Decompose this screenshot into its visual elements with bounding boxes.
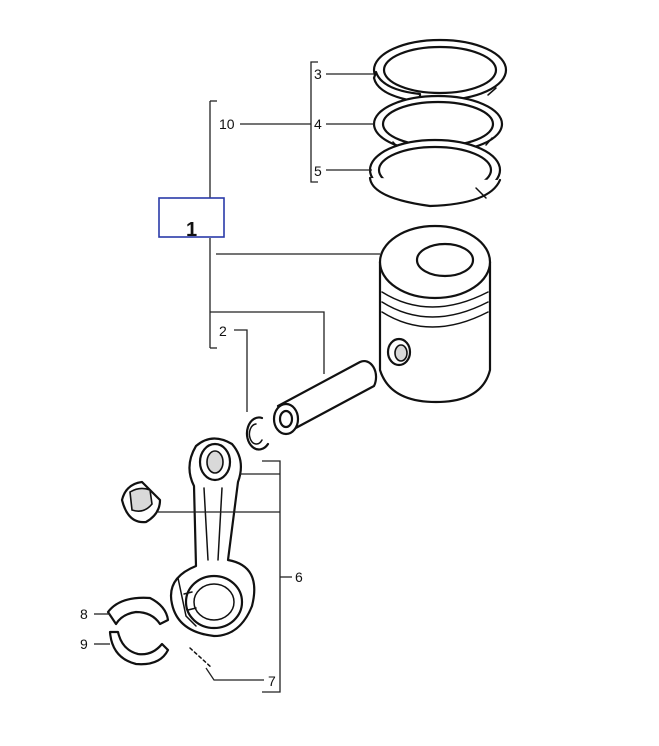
piston-pin-circlip bbox=[245, 416, 270, 451]
leader-lines bbox=[94, 61, 380, 693]
bearing-shell-upper bbox=[106, 596, 170, 626]
callout-bearing-lower: 9 bbox=[80, 636, 88, 652]
callout-connecting-rod: 6 bbox=[295, 569, 303, 585]
bearing-shell-lower bbox=[108, 630, 170, 666]
oil-control-ring bbox=[368, 138, 502, 208]
piston-ring-second bbox=[372, 94, 504, 154]
callout-ring-set: 10 bbox=[219, 116, 235, 132]
callout-rod-bolt: 7 bbox=[268, 673, 276, 689]
callout-piston-pin-circlip: 2 bbox=[219, 323, 227, 339]
callout-top-ring: 3 bbox=[314, 66, 322, 82]
rod-bolt-axis bbox=[189, 647, 213, 669]
connecting-rod bbox=[169, 437, 256, 638]
callout-bearing-upper: 8 bbox=[80, 606, 88, 622]
piston-ring-top bbox=[372, 38, 508, 104]
piston bbox=[378, 224, 492, 404]
callout-main: 1 bbox=[186, 219, 197, 241]
small-end-bush bbox=[120, 480, 162, 524]
callout-second-ring: 4 bbox=[314, 116, 322, 132]
callout-oil-ring: 5 bbox=[314, 163, 322, 179]
piston-pin bbox=[272, 359, 378, 436]
main-callout-highlight-box bbox=[158, 197, 225, 238]
